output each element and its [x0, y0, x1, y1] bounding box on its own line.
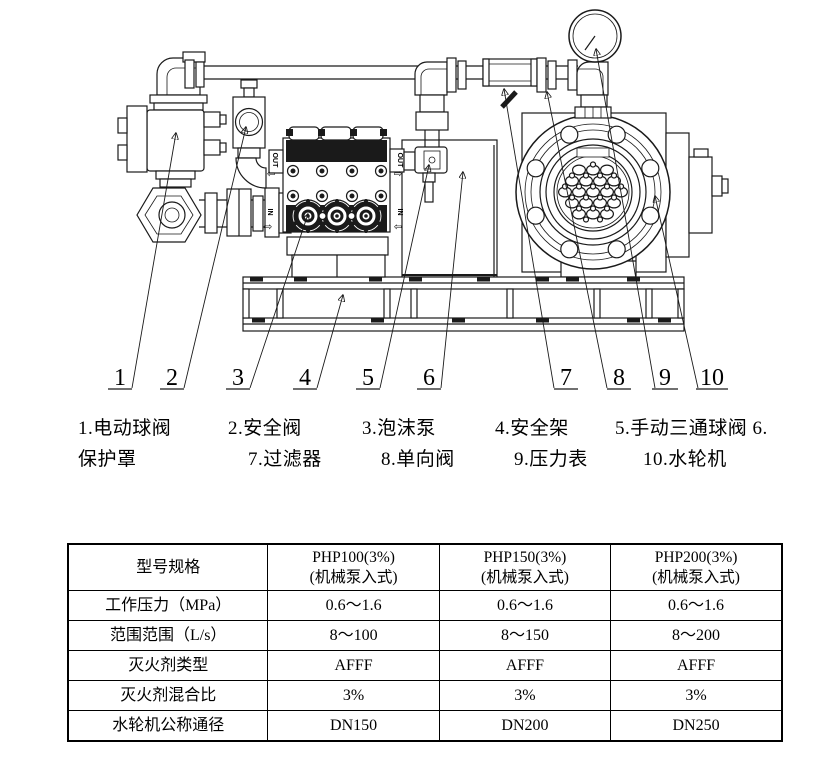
- callout-5: 5: [362, 365, 374, 391]
- spec-table: 型号规格 PHP100(3%) (机械泵入式) PHP150(3%) (机械泵入…: [67, 543, 783, 742]
- cell: 8～100: [267, 620, 440, 651]
- pump-out-right-label: OUT: [396, 153, 403, 169]
- legend-item-1: 1.电动球阀: [78, 418, 172, 439]
- legend-item-8: 8.单向阀: [381, 449, 455, 470]
- table-row: 灭火剂混合比 3% 3% 3%: [67, 680, 783, 711]
- electric-ball-valve: [117, 94, 292, 243]
- cell: 3%: [267, 680, 440, 711]
- table-corner-cell: 型号规格: [67, 543, 269, 591]
- cell: 8～150: [438, 620, 612, 651]
- model-cell-2: PHP150(3%) (机械泵入式): [438, 543, 612, 591]
- foam-pump: OUT ⇦ OUT ⇨ IN ⇨ IN ⇦: [264, 126, 416, 233]
- pump-out-right-arrow: ⇨: [394, 169, 402, 180]
- three-way-valve: [414, 94, 449, 203]
- cell: 3%: [610, 680, 783, 711]
- callout-9: 9: [659, 365, 671, 391]
- legend-item-4: 4.安全架: [495, 418, 569, 439]
- valve-lever: [500, 90, 518, 109]
- cell: DN200: [438, 710, 612, 742]
- model-name: PHP100(3%): [312, 549, 395, 567]
- pump-in-left-arrow: ⇨: [264, 222, 272, 233]
- cell: AFFF: [610, 650, 783, 681]
- water-turbine: [515, 112, 729, 278]
- cell: 0.6～1.6: [610, 590, 783, 621]
- cell: 0.6～1.6: [267, 590, 440, 621]
- callout-7: 7: [560, 365, 572, 391]
- row-label: 灭火剂类型: [67, 650, 269, 681]
- model-cell-1: PHP100(3%) (机械泵入式): [267, 543, 440, 591]
- callouts: 1 2 3 4 5 6 7 8 9 10: [108, 49, 728, 391]
- legend-item-6-cont: 保护罩: [78, 449, 137, 470]
- legend-item-2: 2.安全阀: [228, 418, 302, 439]
- pump-in-right-arrow: ⇦: [394, 222, 402, 233]
- model-type: (机械泵入式): [481, 568, 569, 586]
- cell: 0.6～1.6: [438, 590, 612, 621]
- table-row: 范围范围（L/s） 8～100 8～150 8～200: [67, 620, 783, 651]
- pump-in-right-label: IN: [396, 209, 403, 216]
- pump-out-left-label: OUT: [271, 153, 278, 169]
- base-frame: [242, 276, 685, 332]
- cell: 3%: [438, 680, 612, 711]
- model-name: PHP200(3%): [654, 549, 738, 567]
- table-row: 水轮机公称通径 DN150 DN200 DN250: [67, 710, 783, 742]
- table-row: 灭火剂类型 AFFF AFFF AFFF: [67, 650, 783, 681]
- legend-item-9: 9.压力表: [514, 449, 588, 470]
- pressure-gauge: [568, 9, 622, 63]
- cell: DN250: [610, 710, 783, 742]
- cell: AFFF: [438, 650, 612, 681]
- legend-item-5: 5.手动三通球阀 6.: [615, 418, 768, 439]
- table-row: 工作压力（MPa） 0.6～1.6 0.6～1.6 0.6～1.6: [67, 590, 783, 621]
- pump-out-left-arrow: ⇦: [267, 169, 275, 180]
- cell: DN150: [267, 710, 440, 742]
- model-type: (机械泵入式): [652, 568, 740, 586]
- legend-item-10: 10.水轮机: [643, 449, 727, 470]
- pump-system-diagram: OUT ⇦ OUT ⇨ IN ⇨ IN ⇦ 1 2 3 4 5: [108, 9, 729, 391]
- cell: AFFF: [267, 650, 440, 681]
- pump-in-left-label: IN: [266, 209, 273, 216]
- callout-10: 10: [700, 365, 724, 391]
- row-label: 范围范围（L/s）: [67, 620, 269, 651]
- turbine-bolt-holes: [526, 125, 660, 259]
- row-label: 水轮机公称通径: [67, 710, 269, 742]
- callout-4: 4: [299, 365, 311, 391]
- safety-valve: [232, 79, 267, 189]
- row-label: 灭火剂混合比: [67, 680, 269, 711]
- callout-1: 1: [114, 365, 126, 391]
- legend-item-7: 7.过滤器: [248, 449, 322, 470]
- model-type: (机械泵入式): [309, 568, 398, 586]
- check-valve: [536, 57, 578, 93]
- pump-pedestal: [286, 236, 389, 278]
- callout-2: 2: [166, 365, 178, 391]
- model-cell-3: PHP200(3%) (机械泵入式): [610, 543, 783, 591]
- callout-6: 6: [423, 365, 435, 391]
- callout-8: 8: [613, 365, 625, 391]
- row-label: 工作压力（MPa）: [67, 590, 269, 621]
- legend-item-3: 3.泡沫泵: [362, 418, 436, 439]
- table-header-row: 型号规格 PHP100(3%) (机械泵入式) PHP150(3%) (机械泵入…: [67, 543, 783, 591]
- model-name: PHP150(3%): [483, 549, 567, 567]
- top-pipe: [156, 51, 612, 119]
- filter: [482, 58, 538, 87]
- callout-3: 3: [232, 365, 244, 391]
- cell: 8～200: [610, 620, 783, 651]
